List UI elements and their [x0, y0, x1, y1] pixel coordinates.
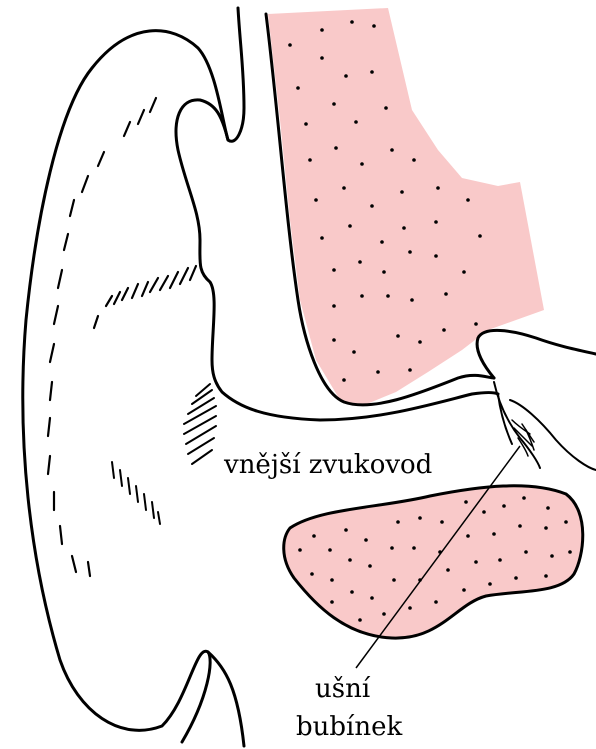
lower-tissue-region [284, 486, 583, 638]
antihelix-hatching [94, 266, 196, 328]
helix-hatching [48, 98, 156, 576]
tragus-hatching [184, 384, 216, 464]
eardrum-lower-boundary [498, 394, 512, 444]
eardrum-label-line1: ušní [315, 676, 370, 702]
ear-canal-label: vnější zvukovod [224, 452, 432, 478]
eardrum-inner-wall [510, 400, 596, 470]
pinna-lower-outline [208, 652, 244, 746]
tympanic-prominence [477, 330, 596, 378]
lobule-hatching [112, 462, 160, 524]
eardrum-label-line2: bubínek [296, 714, 402, 740]
pinna-outline [23, 8, 244, 742]
